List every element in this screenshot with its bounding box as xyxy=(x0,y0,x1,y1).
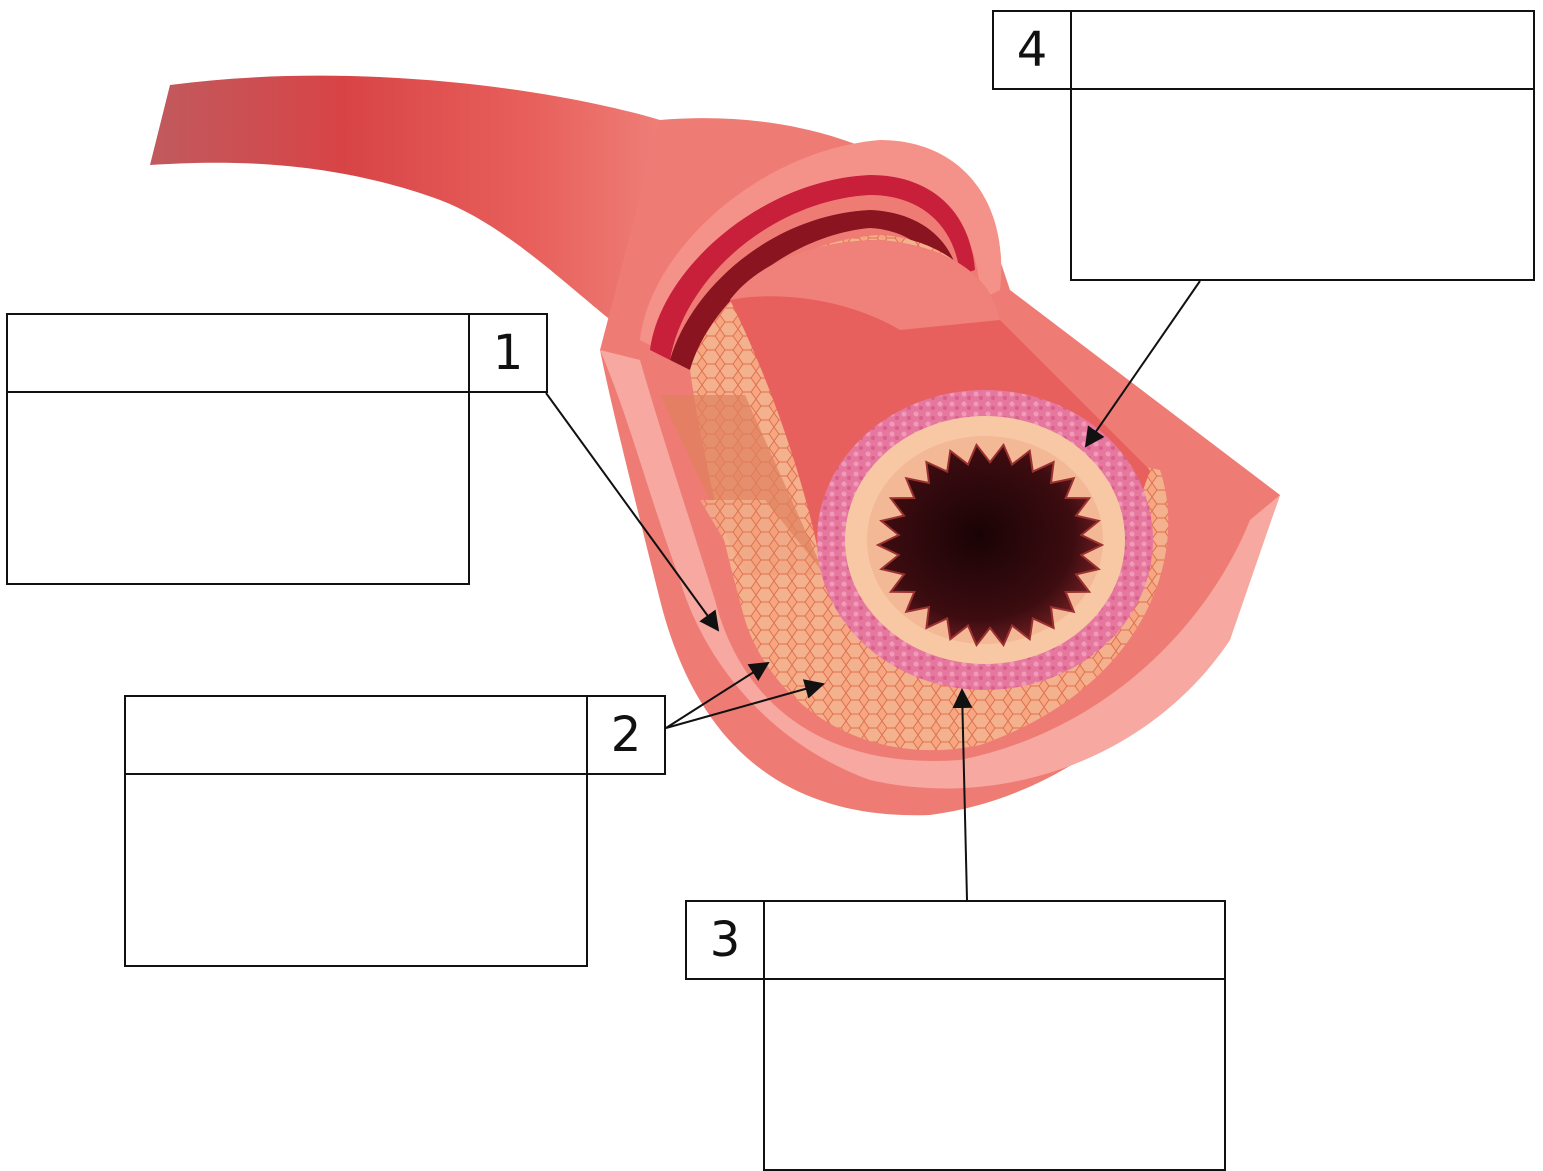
label-2-number-text: 2 xyxy=(611,707,642,763)
label-1-number: 1 xyxy=(468,313,548,393)
label-1-description-field[interactable] xyxy=(6,391,470,585)
label-2-title-field[interactable] xyxy=(124,695,588,775)
label-2-description-field[interactable] xyxy=(124,773,588,967)
label-4-description-field[interactable] xyxy=(1070,88,1535,281)
label-1-title-field[interactable] xyxy=(6,313,470,393)
label-3-description-field[interactable] xyxy=(763,978,1226,1171)
label-2-number: 2 xyxy=(586,695,666,775)
label-4-number: 4 xyxy=(992,10,1072,90)
label-3-number: 3 xyxy=(685,900,765,980)
label-1-number-text: 1 xyxy=(493,325,524,381)
label-3-title-field[interactable] xyxy=(763,900,1226,980)
label-4-number-text: 4 xyxy=(1017,22,1048,78)
label-4-title-field[interactable] xyxy=(1070,10,1535,90)
label-3-number-text: 3 xyxy=(710,912,741,968)
